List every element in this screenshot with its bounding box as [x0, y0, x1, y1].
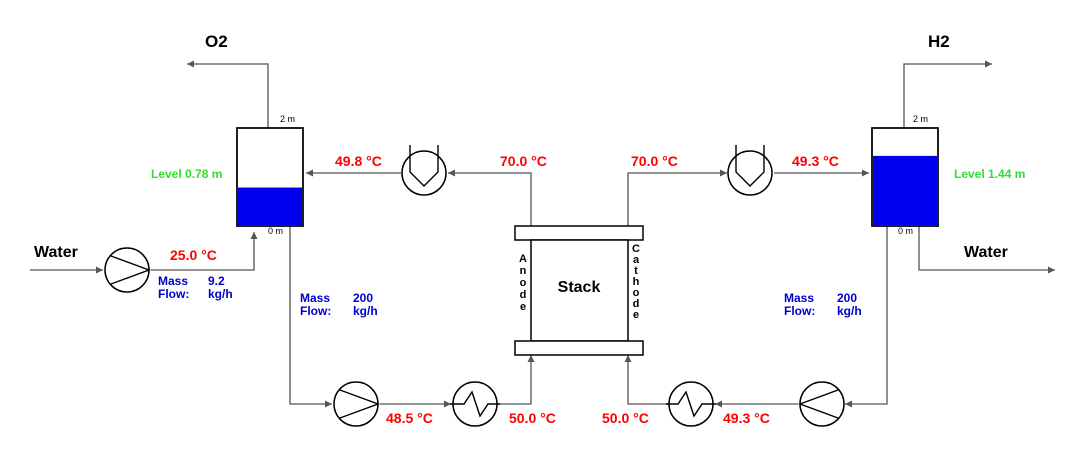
left-loop-flow-label-1: Mass: [300, 291, 330, 305]
feed-flow-value: 9.2: [208, 274, 225, 288]
water-feed-pipe-2: [151, 232, 258, 271]
temp-cathode-out: 70.0 °C: [631, 153, 678, 169]
right-loop-flow-value: 200: [837, 291, 857, 305]
left-tank-top-scale: 2 m: [280, 114, 295, 124]
right-loop-pump: [797, 381, 845, 427]
right-tank-liquid: [873, 155, 937, 225]
right-loop-flow-label-1: Mass: [784, 291, 814, 305]
feed-pump: [104, 247, 152, 293]
o2-outlet-pipe: [187, 60, 269, 128]
left-tank-bottom-scale: 0 m: [268, 226, 283, 236]
temp-anode-out: 70.0 °C: [500, 153, 547, 169]
anode-inlet-pipe: [498, 355, 535, 405]
stack-bottom-plate: [514, 340, 644, 356]
right-tank-bottom-scale: 0 m: [898, 226, 913, 236]
temp-right-cooler-out: 49.3 °C: [792, 153, 839, 169]
right-heater: [666, 381, 716, 427]
stack-top-plate: [514, 225, 644, 241]
feed-pump-icon: [110, 255, 152, 285]
left-heater-icon: [450, 390, 500, 418]
feed-flow-label-1: Mass: [158, 274, 188, 288]
right-loop-flow-label-2: Flow:: [784, 304, 815, 318]
left-tank-level: Level 0.78 m: [151, 167, 222, 181]
left-pump-icon: [339, 389, 381, 419]
temp-anode-in: 50.0 °C: [509, 410, 556, 426]
right-heater-icon: [666, 390, 716, 418]
anode-outlet-pipe: [448, 169, 532, 226]
right-loop-flow-unit: kg/h: [837, 304, 862, 318]
temp-cathode-in: 50.0 °C: [602, 410, 649, 426]
temp-right-pump-out: 49.3 °C: [723, 410, 770, 426]
cathode-inlet-pipe: [624, 355, 668, 405]
temp-left-cooler-out: 49.8 °C: [335, 153, 382, 169]
left-loop-flow-unit: kg/h: [353, 304, 378, 318]
right-tank-level: Level 1.44 m: [954, 167, 1025, 181]
left-loop-flow-label-2: Flow:: [300, 304, 331, 318]
temp-left-pump-out: 48.5 °C: [386, 410, 433, 426]
left-tank-liquid: [238, 187, 302, 225]
temp-feed: 25.0 °C: [170, 247, 217, 263]
feed-flow-label-2: Flow:: [158, 287, 189, 301]
o2-label: O2: [205, 32, 228, 51]
cathode-outlet-pipe: [627, 169, 727, 226]
feed-flow-unit: kg/h: [208, 287, 233, 301]
left-loop-return-pipe: [289, 226, 332, 408]
water-outlet-pipe: [918, 226, 1055, 274]
water-out-label: Water: [964, 244, 1008, 261]
right-pump-icon: [797, 389, 839, 419]
left-cooler-icon: [409, 145, 439, 187]
left-cooler: [401, 145, 447, 196]
h2-outlet-pipe: [903, 60, 992, 128]
pipes: [30, 60, 1055, 408]
water-in-label: Water: [34, 244, 78, 261]
right-cooler: [727, 145, 773, 196]
right-tank-top-scale: 2 m: [913, 114, 928, 124]
left-loop-pump: [333, 381, 381, 427]
stack-label: Stack: [558, 279, 601, 296]
right-cooler-icon: [735, 145, 765, 187]
left-tank: 2 m 0 m Level 0.78 m: [151, 114, 304, 236]
h2-label: H2: [928, 32, 950, 51]
right-loop-return-pipe: [845, 226, 888, 408]
right-tank: 2 m 0 m Level 1.44 m: [871, 114, 1025, 236]
left-heater: [450, 381, 500, 427]
left-loop-flow-value: 200: [353, 291, 373, 305]
